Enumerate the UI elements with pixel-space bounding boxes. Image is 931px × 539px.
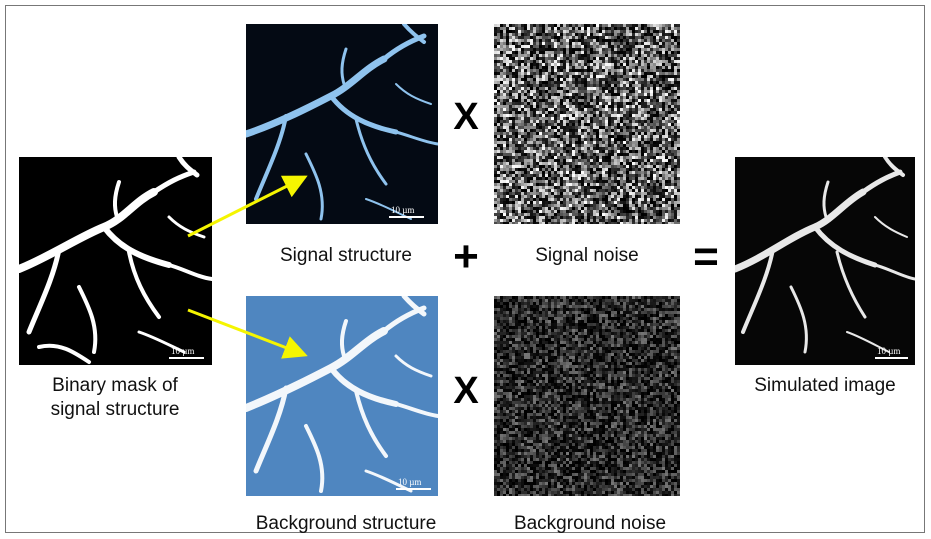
background-noise-image (494, 296, 680, 496)
scale-bar-label: 10 µm (171, 346, 194, 356)
signal-structure-image: 10 µm (246, 24, 438, 224)
caption-simulated-image: Simulated image (754, 375, 896, 396)
caption-binary-mask: Binary mask of signal structure (50, 375, 180, 420)
simulated-image: 10 µm (735, 157, 915, 365)
times-operator-top: X (453, 96, 479, 138)
caption-background-noise: Background noise (513, 513, 667, 534)
background-structure-image: 10 µm (246, 296, 438, 496)
times-operator-bottom: X (453, 370, 479, 412)
scale-bar-label: 10 µm (877, 346, 900, 356)
caption-signal-noise: Signal noise (535, 245, 639, 266)
caption-signal-structure: Signal structure (279, 245, 412, 266)
binary-mask-image: 10 µm (19, 157, 212, 365)
plus-operator: + (453, 232, 479, 281)
scale-bar-label: 10 µm (391, 205, 414, 215)
scale-bar-label: 10 µm (398, 477, 421, 487)
figure-frame (5, 5, 925, 533)
signal-noise-image (494, 24, 680, 224)
equals-operator: = (693, 232, 719, 281)
caption-background-structure: Background structure (255, 513, 437, 534)
